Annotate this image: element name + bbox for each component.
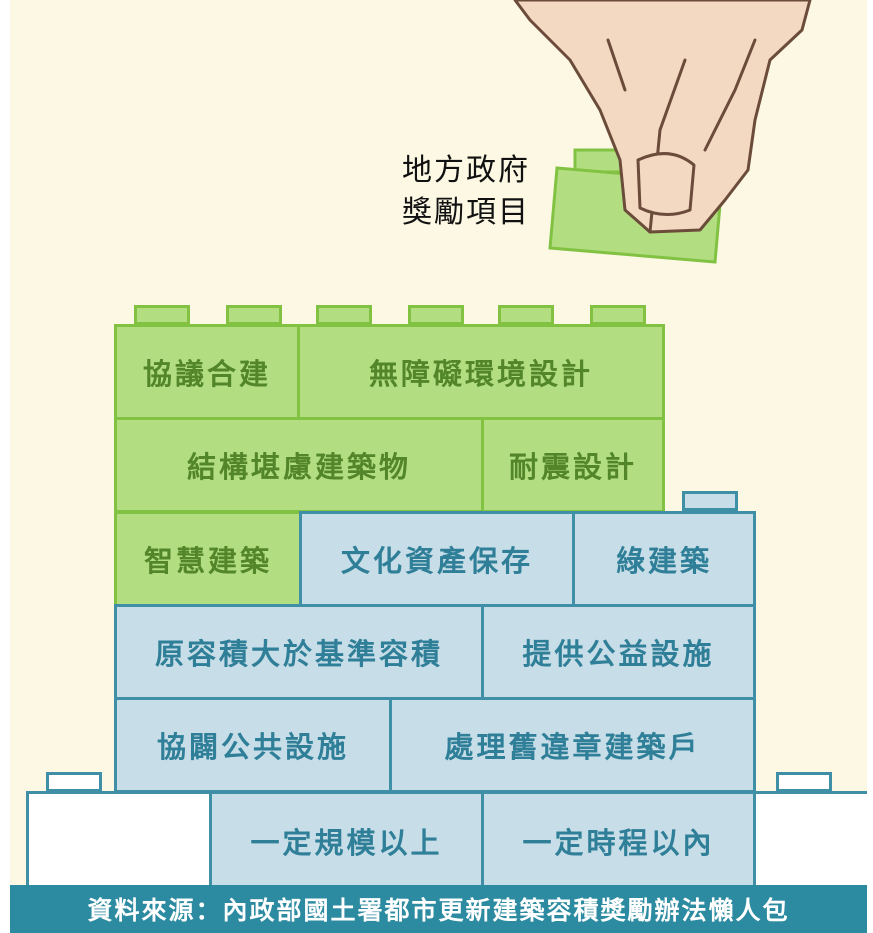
brick-stud [316, 305, 372, 325]
brick-stud [408, 305, 464, 325]
brick-row3-c: 綠建築 [572, 511, 756, 607]
brick-white-left [26, 791, 212, 885]
brick-row1-a: 協議合建 [114, 324, 300, 420]
brick-row4-b: 提供公益設施 [481, 604, 756, 700]
brick-label: 結構堪慮建築物 [186, 450, 411, 484]
brick-row2-b: 耐震設計 [481, 417, 665, 513]
source-caption: 資料來源：內政部國土署都市更新建築容積獎勵辦法懶人包 [10, 885, 867, 933]
brick-label: 協議合建 [142, 357, 271, 391]
brick-row6-a: 一定規模以上 [209, 791, 484, 885]
brick-white-right [753, 791, 867, 885]
brick-label: 處理舊違章建築戶 [444, 730, 701, 764]
brick-stud [46, 772, 102, 792]
brick-label: 一定規模以上 [250, 826, 443, 860]
brick-row3-b: 文化資產保存 [299, 511, 575, 607]
brick-label: 無障礙環境設計 [368, 357, 593, 391]
label-line-1: 地方政府 [402, 153, 530, 188]
brick-row3-a: 智慧建築 [114, 511, 302, 607]
brick-label: 提供公益設施 [522, 637, 715, 671]
brick-label: 一定時程以內 [522, 826, 715, 860]
brick-stud [226, 305, 282, 325]
brick-label: 協闢公共設施 [156, 730, 349, 764]
brick-row4-a: 原容積大於基準容積 [114, 604, 484, 700]
brick-stud [498, 305, 554, 325]
hand-illustration [513, 0, 812, 264]
brick-row6-b: 一定時程以內 [481, 791, 756, 885]
brick-stud [682, 491, 738, 511]
brick-label: 文化資產保存 [340, 544, 533, 578]
brick-label: 耐震設計 [508, 450, 637, 484]
brick-stud [776, 772, 832, 792]
brick-label: 智慧建築 [143, 544, 272, 578]
brick-label: 原容積大於基準容積 [154, 637, 443, 671]
floating-brick-label: 地方政府 獎勵項目 [402, 150, 530, 234]
brick-row2-a: 結構堪慮建築物 [114, 417, 484, 513]
brick-label: 綠建築 [615, 544, 712, 578]
lego-illustration: 協議合建 無障礙環境設計 結構堪慮建築物 耐震設計 智慧建築 文化資產保存 綠建… [10, 0, 867, 885]
brick-row5-b: 處理舊違章建築戶 [389, 697, 756, 793]
brick-stud [134, 305, 190, 325]
label-line-2: 獎勵項目 [402, 195, 530, 230]
brick-stud [590, 305, 646, 325]
brick-row1-b: 無障礙環境設計 [297, 324, 665, 420]
brick-row5-a: 協闢公共設施 [114, 697, 392, 793]
